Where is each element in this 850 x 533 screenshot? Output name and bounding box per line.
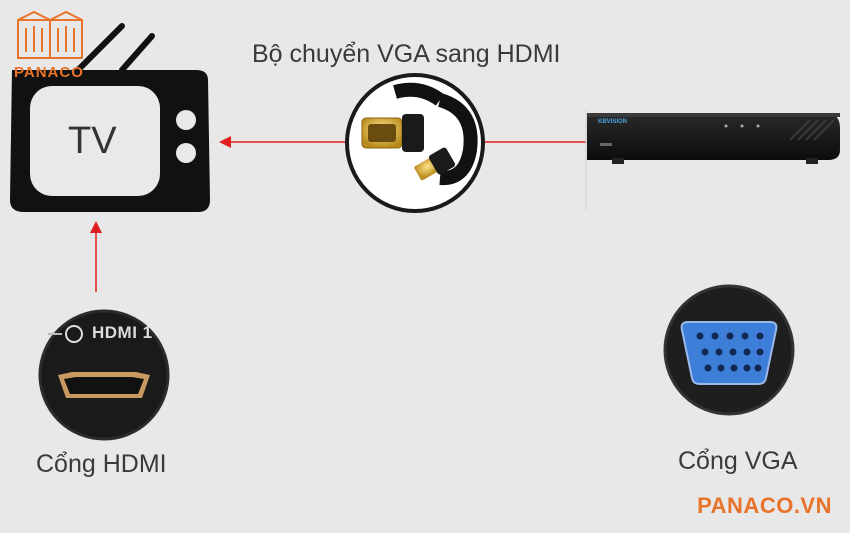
vga-port-icon <box>663 284 795 416</box>
dvr-device-icon <box>587 113 840 164</box>
hdmi-port-icon <box>38 309 170 441</box>
hdmi-port-marking: HDMI 1 <box>92 323 153 342</box>
hdmi-port-caption: Cổng HDMI <box>36 450 167 478</box>
vga-hdmi-cable-icon <box>345 73 485 213</box>
logo-text: PANACO <box>14 64 84 81</box>
vga-port-caption: Cổng VGA <box>678 447 798 475</box>
dvr-brand: KBVISION <box>598 119 628 125</box>
adapter-title: Bộ chuyển VGA sang HDMI <box>252 40 561 68</box>
tv-icon <box>10 23 210 212</box>
brand-url: PANACO.VN <box>697 493 832 518</box>
book-logo-icon <box>17 10 83 59</box>
tv-label: TV <box>68 120 117 162</box>
